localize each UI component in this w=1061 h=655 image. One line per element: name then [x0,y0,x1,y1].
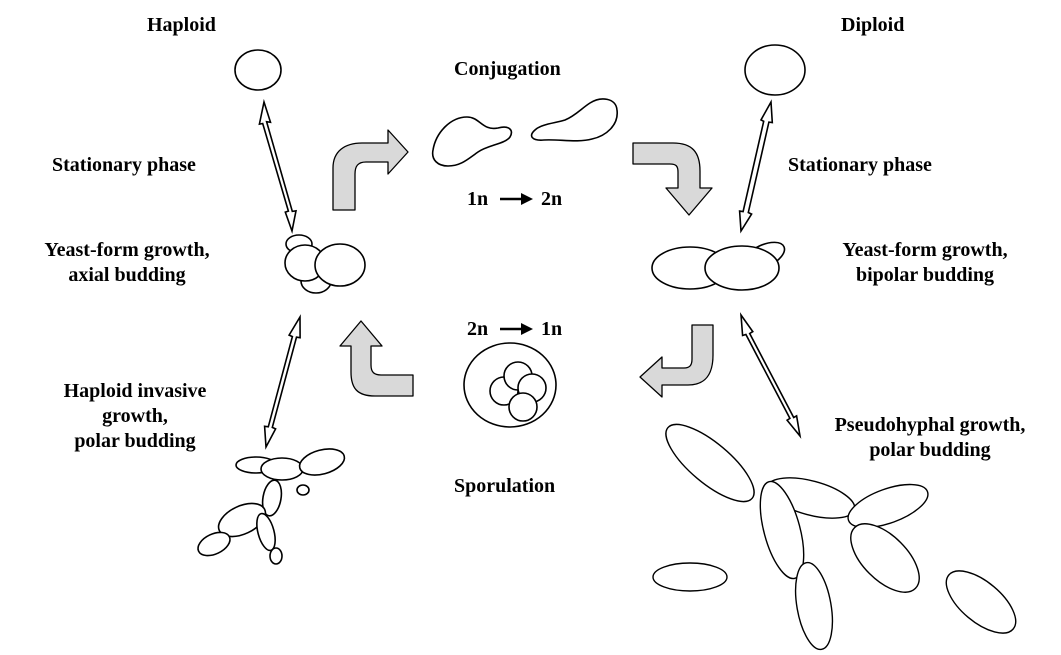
conjugating-cells [433,99,618,166]
haploid-invasive-double-arrow [265,317,301,447]
conjugation-label: Conjugation [454,57,561,82]
haploid-invasive-growth-label: Haploid invasive growth, polar budding [35,379,235,454]
germination-arrow [340,321,413,396]
ploidy-down-arrow-icon [500,323,533,335]
diploid-yeast-growth-line-2: bipolar budding [810,263,1040,288]
haploid-invasive-filament [194,444,347,564]
haploid-stationary-double-arrow [259,102,296,231]
ploidy-up-start: 1n [467,187,488,212]
ploidy-down-end: 1n [541,317,562,342]
haploid-yeast-growth-line-2: axial budding [7,263,247,288]
stationary-phase-right-label: Stationary phase [788,153,932,178]
conjugation-arrow [333,130,408,210]
ploidy-up-arrow-icon [500,193,533,205]
pseudohyphal-line-1: Pseudohyphal growth, [800,413,1060,438]
haploid-yeast-growth-line-1: Yeast-form growth, [7,238,247,263]
sporulating-ascus [464,343,556,427]
pseudohyphal-growth-label: Pseudohyphal growth, polar budding [800,413,1060,463]
sporulation-arrow [640,325,713,397]
diploid-yeast-growth-label: Yeast-form growth, bipolar budding [810,238,1040,288]
diploid-yeast-cell-cluster [652,237,789,290]
ploidy-up-end: 2n [541,187,562,212]
haploid-yeast-growth-label: Yeast-form growth, axial budding [7,238,247,288]
haploid-label: Haploid [147,13,216,38]
diploid-yeast-growth-line-1: Yeast-form growth, [810,238,1040,263]
diploid-label: Diploid [841,13,904,38]
diploid-return-arrow [633,143,712,215]
haploid-stationary-cell [235,50,281,90]
haploid-invasive-line-2: growth, [35,404,235,429]
sporulation-label: Sporulation [454,474,555,499]
pseudohyphal-line-2: polar budding [800,438,1060,463]
ploidy-down-start: 2n [467,317,488,342]
haploid-yeast-cell-cluster [285,235,365,293]
haploid-invasive-line-1: Haploid invasive [35,379,235,404]
haploid-invasive-line-3: polar budding [35,429,235,454]
stationary-phase-left-label: Stationary phase [52,153,196,178]
diploid-stationary-double-arrow [740,102,773,231]
pseudohyphal-double-arrow [741,315,800,436]
diploid-stationary-cell [745,45,805,95]
